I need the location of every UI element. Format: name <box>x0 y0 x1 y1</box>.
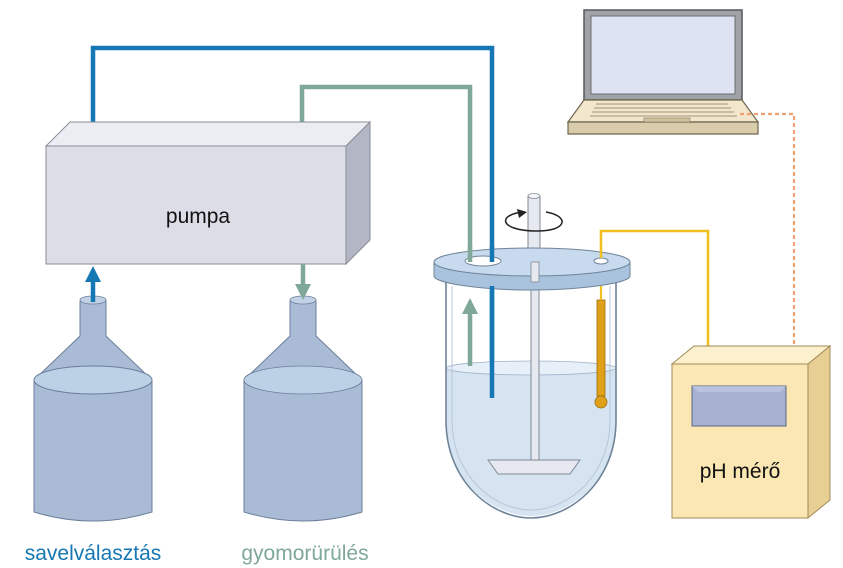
laptop-icon <box>566 9 760 135</box>
green-arrowhead-down <box>295 284 311 300</box>
probe-wire <box>599 229 710 352</box>
acid-secretion-tube <box>90 45 495 400</box>
pump-box <box>44 120 372 266</box>
gastric-emptying-tube <box>299 84 473 258</box>
acid-secretion-label: savelválasztás <box>25 542 162 565</box>
data-cable <box>740 112 796 350</box>
acid-bottle <box>33 295 153 522</box>
emptying-bottle <box>243 295 363 522</box>
pump-label: pumpa <box>166 205 231 228</box>
gastric-emptying-label: gyomorürülés <box>241 542 368 565</box>
green-arrowhead-up <box>462 298 478 314</box>
ph-probe-icon <box>594 286 608 409</box>
stirrer-shaft-lid <box>530 261 540 283</box>
ph-meter-box <box>670 344 832 520</box>
blue-arrowhead-up <box>85 266 101 282</box>
rotation-arrow-icon <box>504 209 563 232</box>
stirrer-icon <box>487 193 581 475</box>
ph-meter-label: pH mérő <box>700 460 781 483</box>
